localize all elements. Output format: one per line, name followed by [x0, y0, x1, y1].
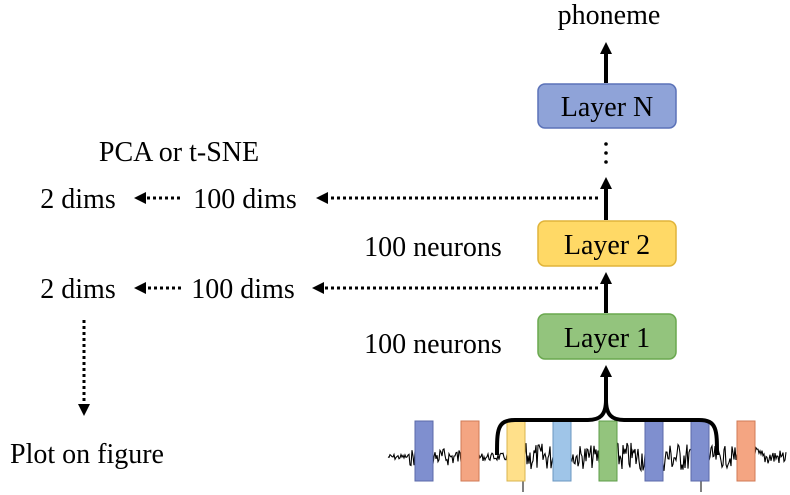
layer-1-box: Layer 1: [537, 313, 677, 360]
neurons-label-upper: 100 neurons: [364, 232, 502, 263]
projection-method-label: PCA or t-SNE: [99, 137, 259, 168]
layer-n-box: Layer N: [537, 83, 677, 129]
layer-2-label: Layer 2: [564, 230, 650, 261]
layer-2-box: Layer 2: [537, 220, 677, 267]
upper-dst-dims: 2 dims: [40, 184, 115, 215]
audio-waveform: [387, 441, 787, 492]
frame-1: [414, 420, 434, 482]
layer-n-label: Layer N: [561, 92, 654, 123]
lower-src-dims: 100 dims: [191, 274, 294, 305]
frame-5: [598, 420, 618, 482]
frame-2: [460, 420, 480, 482]
frame-4: [552, 420, 572, 482]
frame-7: [690, 420, 710, 482]
plot-label: Plot on figure: [10, 439, 164, 470]
lower-dst-dims: 2 dims: [40, 274, 115, 305]
frames-brace: [495, 399, 719, 456]
output-label: phoneme: [558, 0, 661, 31]
frame-3: [506, 420, 526, 482]
neurons-label-lower: 100 neurons: [364, 329, 502, 360]
frame-6: [644, 420, 664, 482]
layer-1-label: Layer 1: [564, 323, 650, 354]
frame-8: [736, 420, 756, 482]
layer-ellipsis: [604, 142, 608, 164]
upper-src-dims: 100 dims: [193, 184, 296, 215]
